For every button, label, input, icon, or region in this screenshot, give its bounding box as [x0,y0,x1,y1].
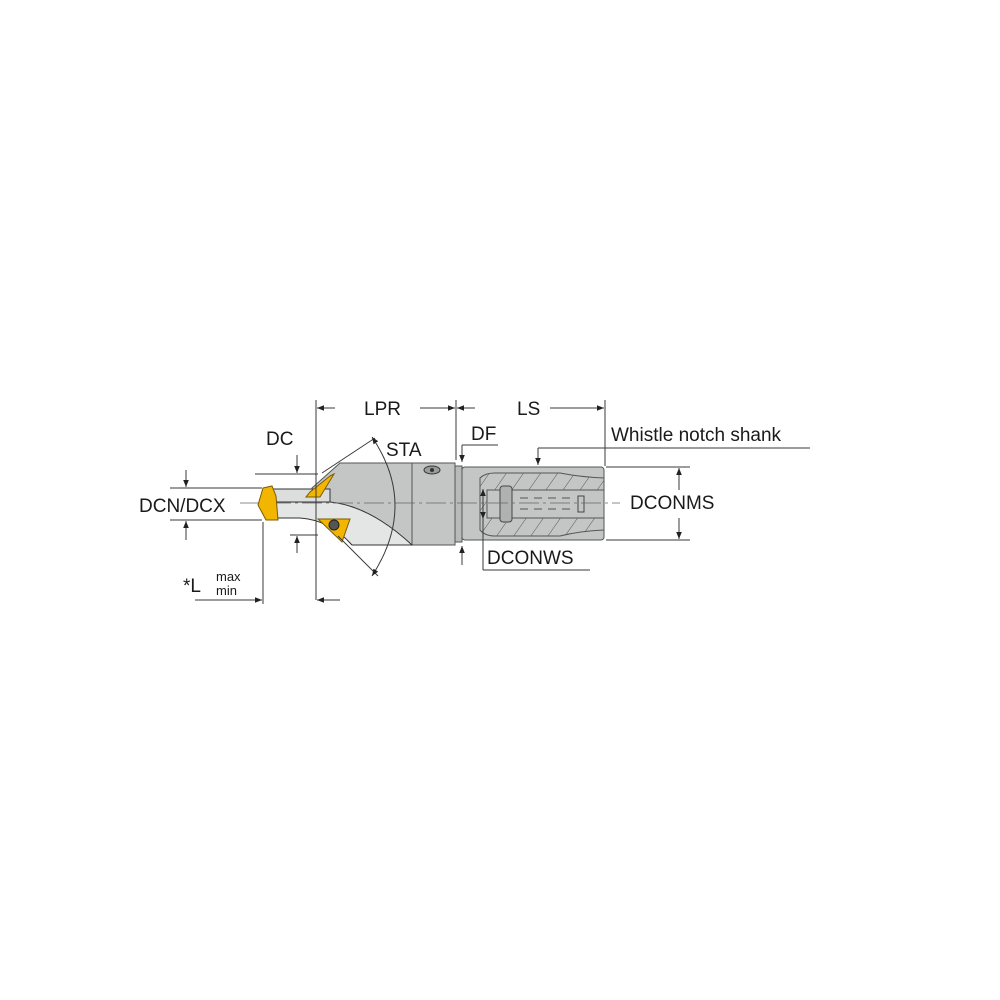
top-insert [304,472,336,498]
tool-body [240,462,620,546]
label-dconms: DCONMS [630,493,714,514]
label-dcn-dcx: DCN/DCX [139,496,226,517]
inserts [257,472,351,543]
dimension-labels: LPR LS DC STA DF Whistle notch shank DCN… [139,399,782,598]
collar [454,465,463,543]
label-ls: LS [517,399,540,420]
label-dc: DC [266,429,293,450]
label-lpr: LPR [364,399,401,420]
label-l: *L [183,576,201,597]
label-dconws: DCONWS [487,548,574,569]
label-l-max: max [216,569,241,584]
label-l-min: min [216,583,237,598]
label-sta: STA [386,440,422,461]
dimension-lines [170,400,810,604]
label-df: DF [471,424,496,445]
label-whistle-notch-shank: Whistle notch shank [611,425,782,446]
front-insert [257,485,279,521]
